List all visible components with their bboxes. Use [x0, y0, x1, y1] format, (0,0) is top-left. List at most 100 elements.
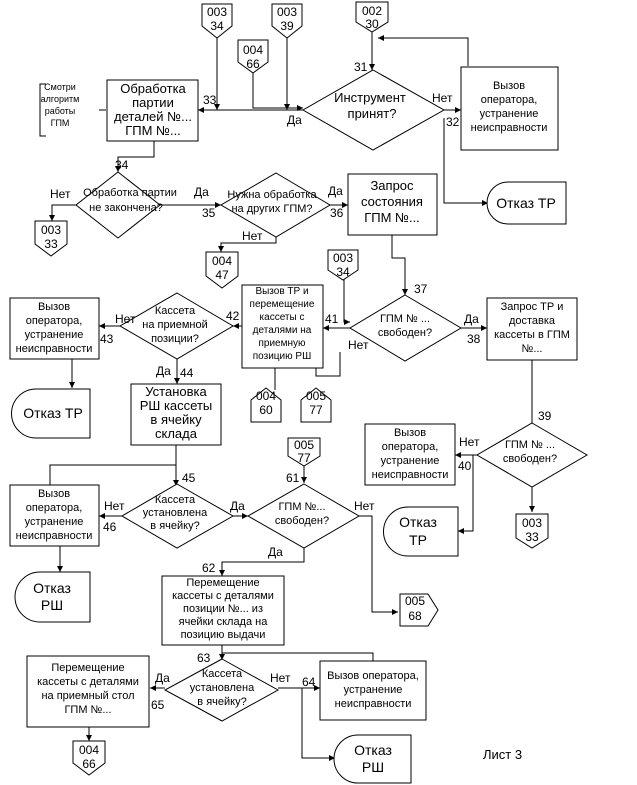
svg-text:позиции?: позиции? — [151, 333, 199, 345]
label-no: Нет — [242, 229, 263, 243]
call-operator-box-4: Вызов оператора, устранение неисправност… — [9, 484, 100, 547]
svg-text:ГПМ №...: ГПМ №... — [364, 210, 420, 225]
connector-lines — [49, 32, 535, 761]
nodes: Смотри алгоритм работы ГПМ Обработка пар… — [9, 66, 588, 784]
offpage-connector-003-33-right: 003 33 — [515, 513, 549, 549]
label-no: Нет — [50, 187, 71, 201]
svg-text:Инструмент: Инструмент — [334, 90, 406, 105]
svg-text:34: 34 — [336, 265, 350, 279]
process-batch-box: Обработка партии деталей №... ГПМ №... — [106, 79, 199, 142]
decision-other-gpm: Нужна обработка на других ГПМ? — [220, 172, 331, 238]
svg-text:ГПМ №...: ГПМ №... — [278, 501, 325, 513]
svg-text:деталей №...: деталей №... — [114, 109, 192, 124]
terminal-reject-tr-1: Отказ ТР — [486, 181, 567, 225]
label-yes: Да — [230, 499, 245, 513]
decision-gpm-free-3: ГПМ №... свободен? — [246, 483, 360, 549]
offpage-connector-003-34-mid: 003 34 — [327, 249, 359, 281]
label-yes: Да — [268, 545, 283, 559]
line-to-reject-rsh2 — [301, 688, 335, 761]
svg-text:на приемный стол: на приемный стол — [41, 690, 134, 702]
call-operator-box-2: Вызов оператора, устранение неисправност… — [9, 297, 100, 360]
line-status-to-free1 — [391, 235, 408, 295]
offpage-connector-005-68: 005 68 — [399, 593, 439, 627]
svg-text:№...: №... — [522, 343, 543, 355]
svg-text:004: 004 — [243, 43, 263, 57]
line-to-reject-tr1 — [443, 118, 488, 206]
terminal-reject-tr-3: Отказ ТР — [383, 506, 459, 557]
offpage-connector-003-33-left: 003 33 — [34, 220, 68, 257]
svg-text:ГПМ № ...: ГПМ № ... — [505, 439, 555, 451]
svg-text:устранение: устранение — [344, 684, 403, 696]
svg-text:Обработка: Обработка — [120, 81, 186, 96]
step-36: 36 — [330, 206, 344, 220]
svg-text:Запрос: Запрос — [370, 178, 414, 193]
svg-text:003: 003 — [277, 5, 297, 19]
decision-batch-not-done: Обработка партии не закончена? — [75, 171, 177, 239]
offpage-connector-005-77-mid: 005 77 — [300, 387, 332, 423]
note-see-algorithm: Смотри алгоритм работы ГПМ — [39, 82, 80, 137]
svg-text:005: 005 — [306, 389, 326, 403]
svg-text:на других ГПМ?: на других ГПМ? — [231, 203, 312, 215]
svg-text:003: 003 — [207, 5, 227, 19]
svg-text:на приемной: на приемной — [142, 319, 207, 331]
label-no: Нет — [354, 499, 375, 513]
svg-text:не закончена?: не закончена? — [89, 202, 163, 214]
terminal-reject-rsh-1: Отказ РШ — [14, 571, 91, 623]
svg-text:003: 003 — [333, 251, 353, 265]
svg-text:свободен?: свободен? — [378, 327, 432, 339]
install-rsh-box: Установка РШ кассеты в ячейку склада — [130, 383, 222, 446]
svg-text:Обработка партии: Обработка партии — [83, 187, 177, 199]
label-no: Нет — [104, 499, 125, 513]
step-33: 33 — [203, 93, 217, 107]
label-yes: Да — [464, 312, 479, 326]
svg-text:Вызов: Вызов — [38, 488, 70, 500]
svg-text:оператора,: оператора, — [26, 502, 83, 514]
svg-text:неисправности: неисправности — [335, 698, 412, 710]
offpage-connector-005-77-lower: 005 77 — [287, 437, 321, 467]
svg-text:Вызов: Вызов — [38, 301, 70, 313]
label-no: Нет — [432, 91, 453, 105]
svg-text:кассеты с деталями: кассеты с деталями — [172, 590, 274, 602]
svg-text:установлена: установлена — [143, 507, 208, 519]
svg-text:Установка: Установка — [145, 384, 207, 399]
svg-text:Вызов ТР и: Вызов ТР и — [255, 286, 308, 297]
step-43: 43 — [100, 332, 114, 346]
svg-text:доставка: доставка — [509, 315, 556, 327]
svg-text:перемещение: перемещение — [250, 299, 315, 310]
decision-cassette-installed-2: Кассета установлена в ячейку? — [163, 658, 280, 722]
svg-text:ячейки склада на: ячейки склада на — [179, 616, 269, 628]
sheet-label: Лист 3 — [483, 747, 522, 762]
svg-text:оператора,: оператора, — [382, 441, 439, 453]
label-yes: Да — [194, 185, 209, 199]
svg-text:77: 77 — [297, 451, 311, 465]
step-31: 31 — [354, 60, 368, 74]
svg-text:устранение: устранение — [25, 329, 84, 341]
svg-text:устранение: устранение — [25, 516, 84, 528]
svg-text:установлена: установлена — [190, 682, 255, 694]
label-no: Нет — [115, 312, 136, 326]
move-to-table-box: Перемещение кассеты с деталями на приемн… — [26, 655, 150, 728]
svg-text:свободен?: свободен? — [275, 515, 329, 527]
svg-text:47: 47 — [215, 268, 229, 282]
label-yes: Да — [328, 184, 343, 198]
decision-cassette-on-receiving: Кассета на приемной позиции? — [119, 292, 234, 360]
svg-text:устранение: устранение — [480, 108, 539, 120]
svg-text:деталями на: деталями на — [253, 325, 312, 336]
svg-text:РШ: РШ — [41, 597, 63, 613]
svg-text:66: 66 — [246, 57, 260, 71]
svg-text:позиции №... из: позиции №... из — [183, 603, 263, 615]
line-process-to-batch — [115, 141, 155, 172]
line-c66-to-tool — [252, 73, 303, 111]
svg-text:005: 005 — [405, 594, 425, 608]
line-op1-back — [378, 35, 469, 66]
step-34: 34 — [115, 158, 129, 172]
decision-gpm-free-2: ГПМ № ... свободен? — [476, 422, 588, 488]
svg-text:кассеты в ГПМ: кассеты в ГПМ — [494, 329, 570, 341]
svg-text:алгоритм: алгоритм — [41, 94, 80, 104]
svg-text:Запрос ТР и: Запрос ТР и — [501, 301, 564, 313]
svg-text:Нужна обработка: Нужна обработка — [227, 189, 317, 201]
svg-text:004: 004 — [256, 389, 276, 403]
svg-text:003: 003 — [522, 516, 542, 530]
svg-text:003: 003 — [41, 223, 61, 237]
